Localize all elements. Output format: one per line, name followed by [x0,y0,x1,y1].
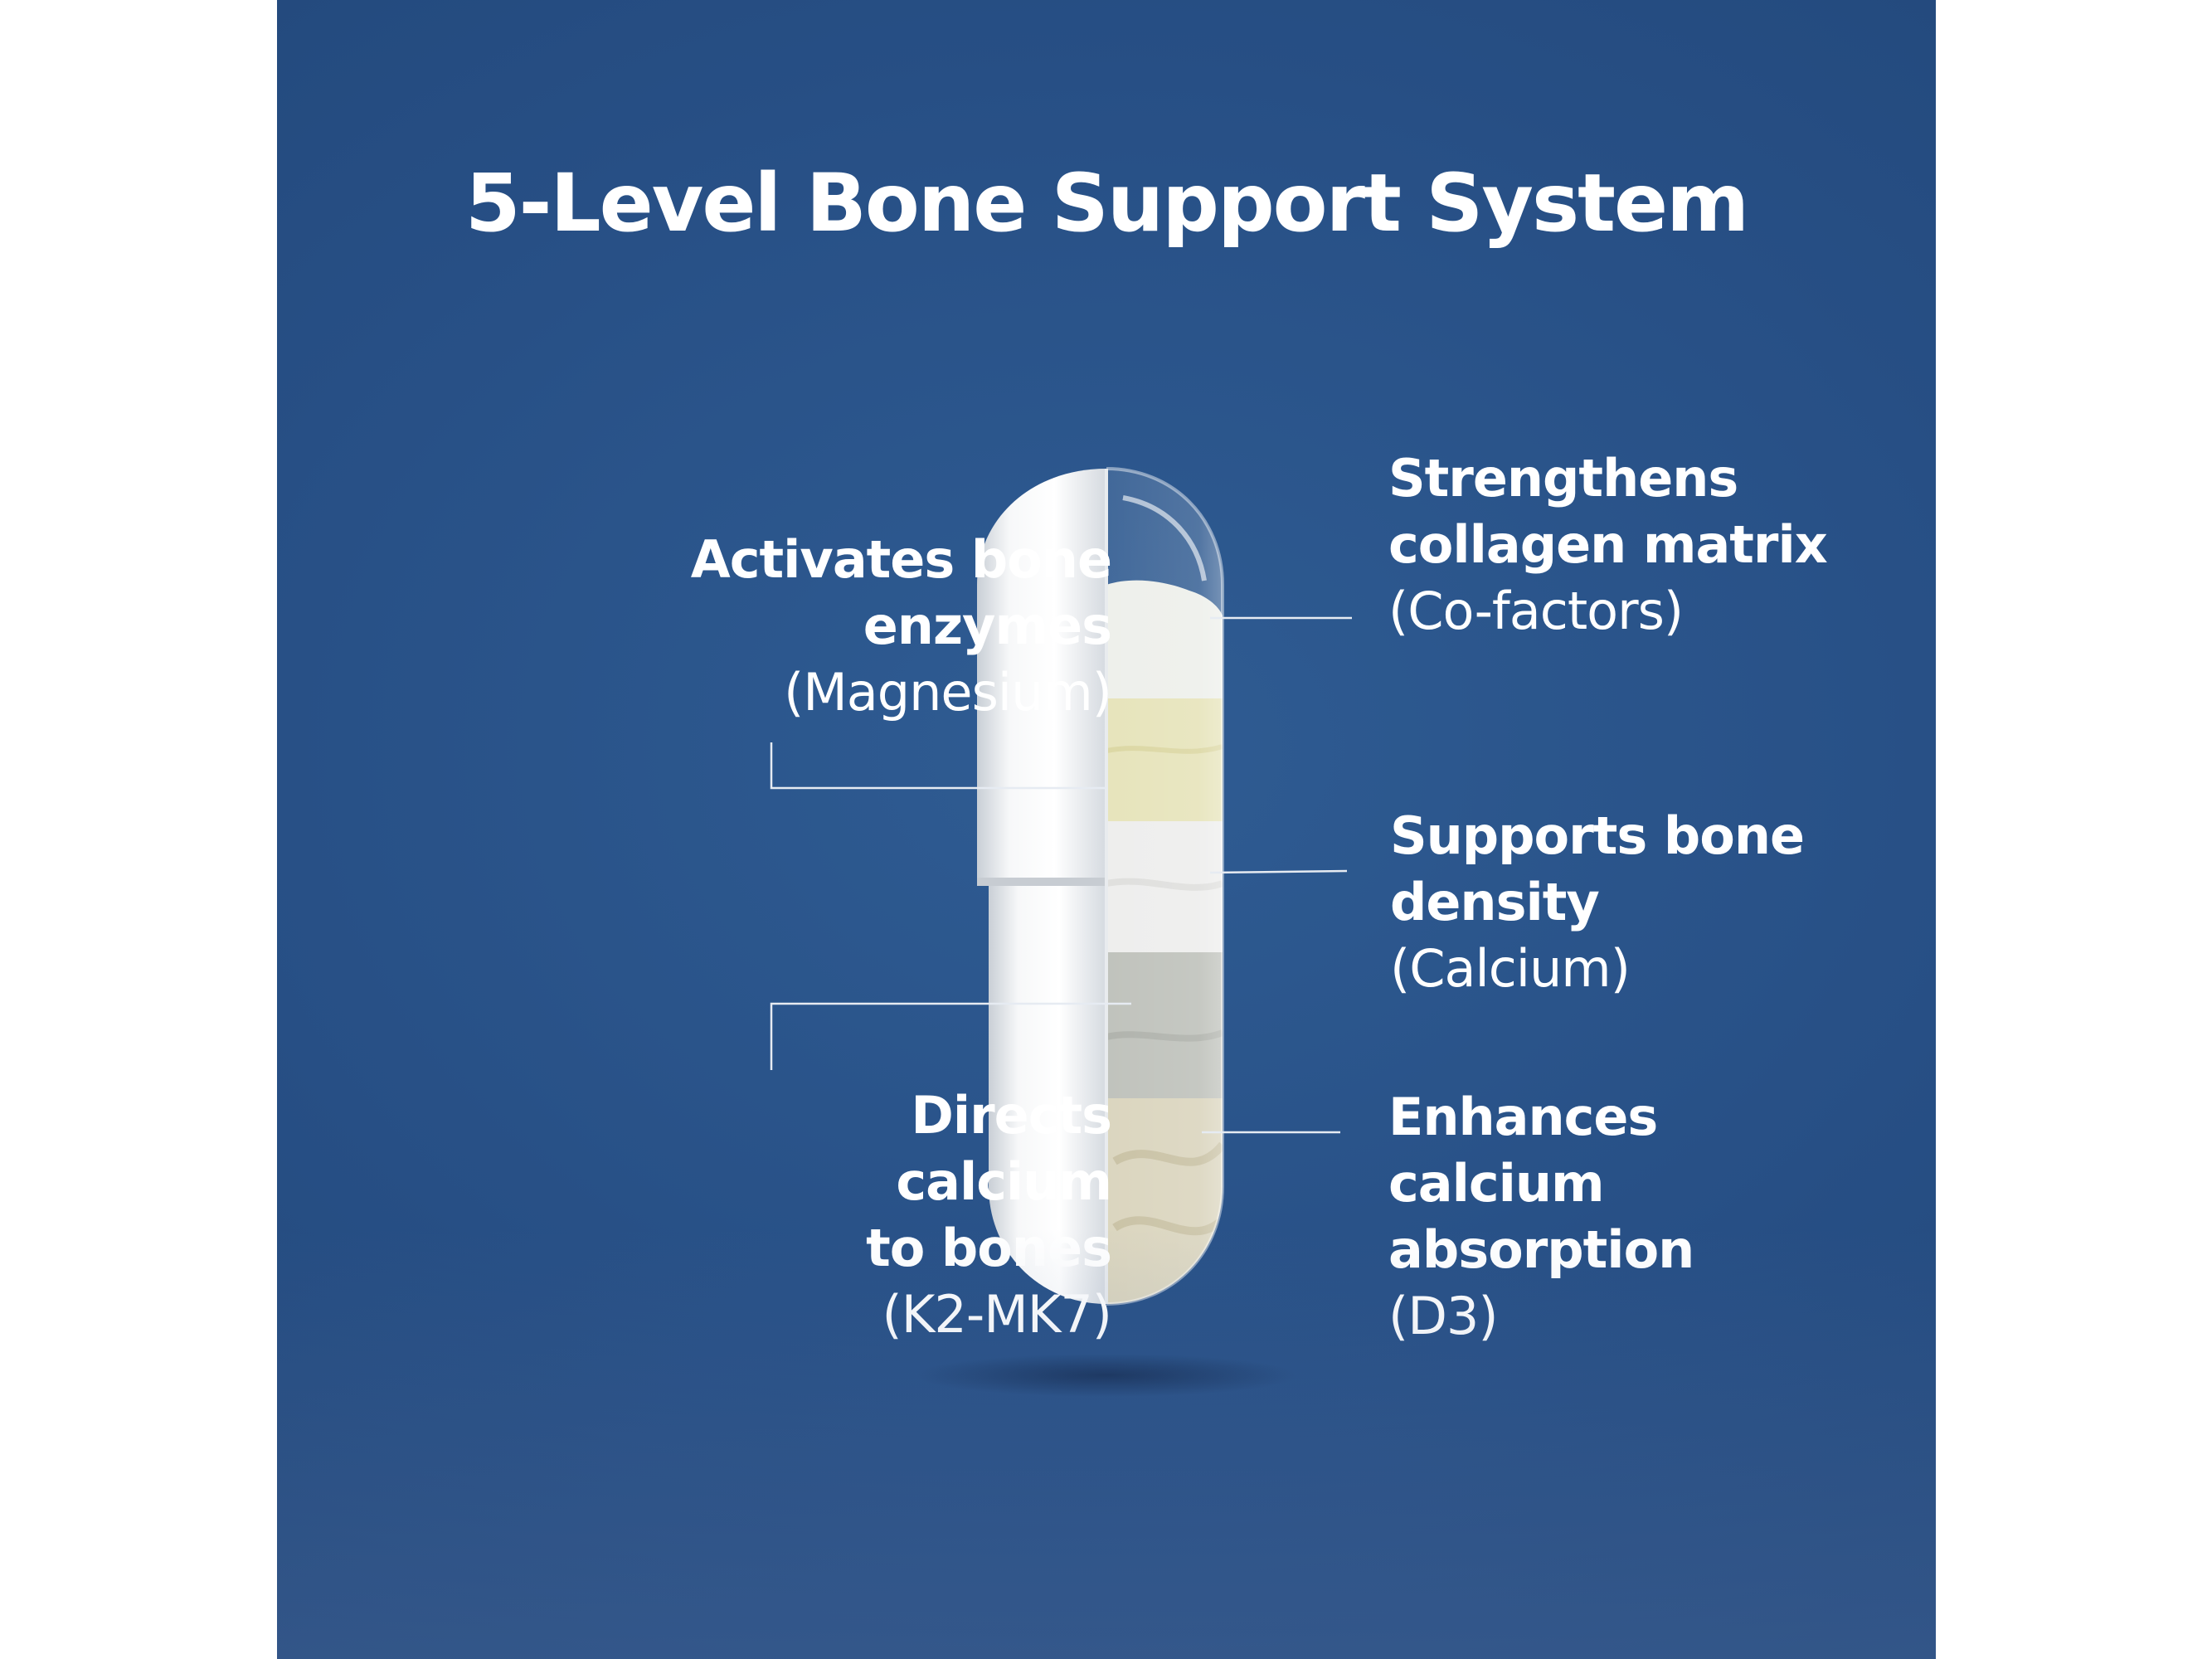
label-calcium-sub: (Calcium) [1390,938,1631,999]
capsule-seam [977,878,1106,886]
leader-line-magnesium [770,742,1106,790]
page-title: 5-Level Bone Support System [464,157,1749,250]
label-cofactors: Strengthens collagen matrix (Co-factors) [1388,445,1919,645]
glass-highlight [1122,495,1207,581]
capsule-diagram [770,467,1352,1397]
label-magnesium: Activates bone enzymes (Magnesium) [426,527,1112,726]
label-k2: Directs calcium to bones (K2-MK7) [426,1082,1112,1348]
label-magnesium-sub: (Magnesium) [784,662,1112,722]
label-magnesium-head: Activates bone enzymes [690,529,1112,656]
label-d3: Enhances calcium absorption (D3) [1388,1084,1919,1350]
label-k2-head: Directs calcium to bones [866,1085,1112,1278]
leader-line-calcium [1209,869,1348,874]
label-d3-sub: (D3) [1388,1286,1499,1346]
label-calcium: Supports bone density (Calcium) [1390,803,1921,1002]
leader-line-k2 [770,1002,1131,1070]
label-cofactors-sub: (Co-factors) [1388,581,1684,641]
capsule-shadow [916,1354,1297,1397]
label-cofactors-head: Strengthens collagen matrix [1388,448,1828,575]
capsule-shell-lower [989,879,1106,1304]
infographic-panel: 5-Level Bone Support System Activates bo… [277,0,1936,1659]
capsule-shell-upper [977,469,1106,881]
label-calcium-head: Supports bone density [1390,805,1805,932]
label-d3-head: Enhances calcium absorption [1388,1087,1694,1280]
label-k2-sub: (K2-MK7) [882,1284,1112,1345]
capsule-glass-half [1106,467,1224,1306]
